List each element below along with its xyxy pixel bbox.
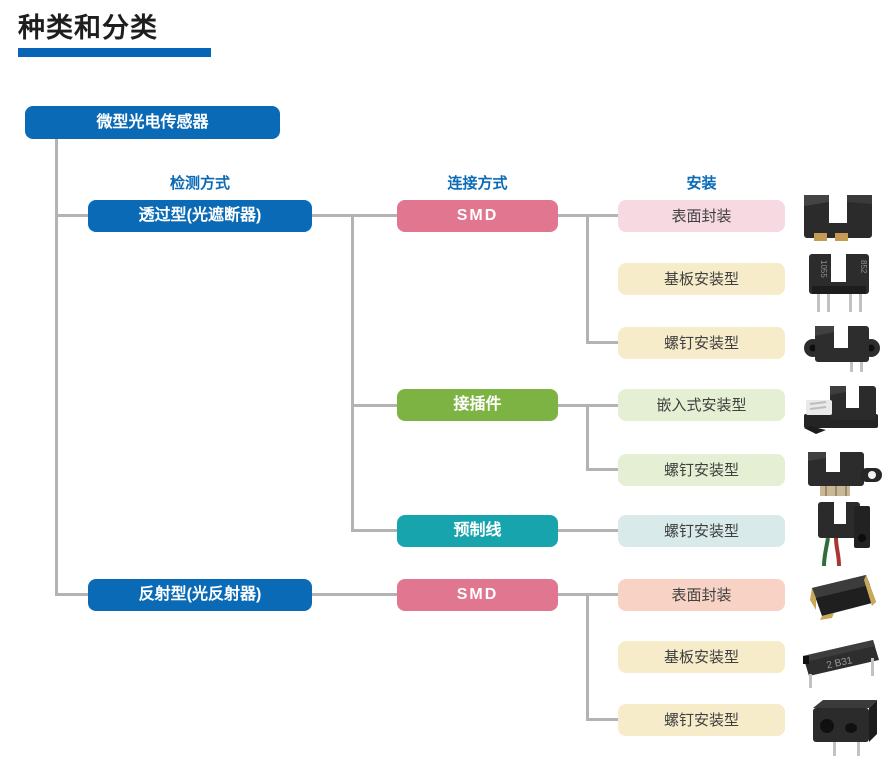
connector-line [312, 593, 397, 596]
mount-node-board-mount: 基板安装型 [618, 263, 785, 295]
connector-line [586, 341, 618, 344]
connector-line [351, 529, 397, 532]
mount-node-screw-mount: 螺钉安装型 [618, 515, 785, 547]
column-header-connection: 连接方式 [447, 175, 508, 192]
column-header-mounting: 安装 [686, 175, 717, 192]
connector-line [586, 468, 618, 471]
product-photo-connector-flush-mount [796, 382, 884, 441]
product-photo-slot-sensor-board-mount: 1055 852 [797, 252, 881, 319]
product-photo-connector-screw-mount [798, 446, 884, 503]
connector-line [55, 593, 88, 596]
connector-line [586, 593, 589, 721]
detection-node-through-beam: 透过型(光遮断器) [88, 200, 312, 232]
mount-node-screw-mount: 螺钉安装型 [618, 327, 785, 359]
mount-node-board-mount: 基板安装型 [618, 641, 785, 673]
page-title: 种类和分类 [18, 13, 158, 43]
column-header-detection: 检测方式 [169, 175, 230, 192]
mount-node-surface-package: 表面封装 [618, 579, 785, 611]
product-photo-slot-sensor-smd [798, 192, 878, 249]
connection-node-smd-bottom: SMD [397, 579, 558, 611]
connector-line [312, 214, 397, 217]
connector-line [55, 214, 88, 217]
connector-line [586, 214, 589, 344]
photo-marking-right: 852 [859, 260, 868, 274]
connector-line-trunk-mid [351, 214, 354, 532]
mount-node-flush-mount: 嵌入式安装型 [618, 389, 785, 421]
connector-line [558, 529, 618, 532]
mount-node-screw-mount: 螺钉安装型 [618, 704, 785, 736]
photo-marking: 2 B31 [826, 655, 854, 671]
connection-node-prewired: 预制线 [397, 515, 558, 547]
product-photo-reflective-screw-mount [799, 694, 883, 761]
connector-line [586, 404, 589, 471]
detection-node-reflective: 反射型(光反射器) [88, 579, 312, 611]
product-photo-reflective-smd [804, 570, 882, 625]
product-photo-reflective-board-mount: 2 B31 [793, 632, 887, 695]
product-photo-pre-wired-screw-mount [806, 498, 878, 571]
root-node: 微型光电传感器 [25, 106, 280, 139]
connector-line-trunk-left [55, 139, 58, 596]
connector-line [351, 404, 397, 407]
mount-node-screw-mount: 螺钉安装型 [618, 454, 785, 486]
connection-node-connector: 接插件 [397, 389, 558, 421]
connection-node-smd-top: SMD [397, 200, 558, 232]
connector-line [586, 718, 618, 721]
photo-marking-left: 1055 [819, 260, 828, 278]
product-photo-slot-sensor-screw-mount [802, 318, 882, 377]
title-underline [18, 48, 211, 57]
mount-node-surface-package: 表面封装 [618, 200, 785, 232]
